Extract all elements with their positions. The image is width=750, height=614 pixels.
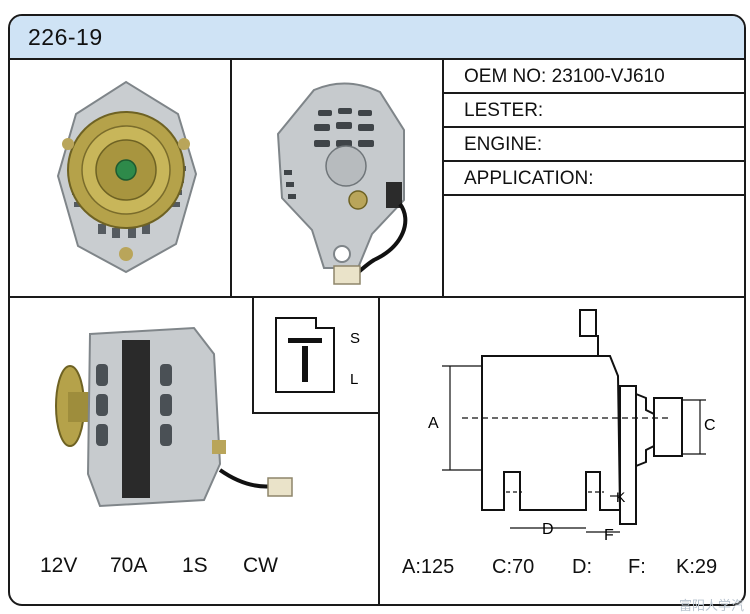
plug-terminal-l: [302, 346, 308, 382]
engine-label: ENGINE:: [464, 134, 543, 155]
oem-row: OEM NO: 23100-VJ610: [454, 60, 744, 94]
plug-diagram-box: S L: [252, 296, 380, 414]
dimension-label-d: D: [542, 521, 554, 538]
divider-photo: [230, 58, 232, 296]
spec-rotation: CW: [243, 554, 278, 577]
product-card: 226-19 S L: [8, 14, 746, 606]
dimension-c: C:70: [492, 556, 535, 578]
photo-front-view: [38, 74, 218, 284]
spec-amperage: 70A: [110, 554, 148, 577]
dimension-label-f: F: [604, 527, 614, 542]
photo-rear-view: [254, 70, 434, 290]
dimension-label-a: A: [428, 415, 439, 432]
divider-bottom: [378, 296, 380, 604]
oem-label: OEM NO:: [464, 66, 547, 87]
dimension-f: F:: [628, 556, 646, 578]
application-label: APPLICATION:: [464, 168, 594, 189]
dimension-drawing: A C D F K: [410, 306, 730, 544]
dimension-a: A:125: [402, 556, 455, 578]
lester-row: LESTER:: [454, 94, 744, 128]
model-number: 226-19: [28, 24, 103, 50]
dimension-k: K:29: [676, 556, 718, 578]
card-header: 226-19: [10, 16, 744, 60]
divider-mid: [10, 296, 744, 298]
plug-terminal-s: [288, 338, 322, 343]
dimension-label-k: K: [616, 489, 626, 505]
info-divider-1: [442, 92, 744, 94]
info-divider-2: [442, 126, 744, 128]
info-divider-3: [442, 160, 744, 162]
application-row: APPLICATION:: [454, 162, 744, 196]
photo-side-view: [44, 314, 294, 522]
plug-diagram: S L: [275, 317, 360, 393]
watermark: 富阳人学汽: [678, 598, 744, 613]
spec-pulley: 1S: [182, 554, 208, 577]
plug-s-label: S: [350, 330, 360, 347]
plug-l-label: L: [350, 371, 358, 388]
info-divider-4: [442, 194, 744, 196]
spec-voltage: 12V: [40, 554, 78, 577]
engine-row: ENGINE:: [454, 128, 744, 162]
dimension-label-c: C: [704, 417, 716, 434]
dimension-d: D:: [572, 556, 592, 578]
divider-info: [442, 58, 444, 296]
lester-label: LESTER:: [464, 100, 544, 121]
oem-value: 23100-VJ610: [551, 66, 665, 87]
